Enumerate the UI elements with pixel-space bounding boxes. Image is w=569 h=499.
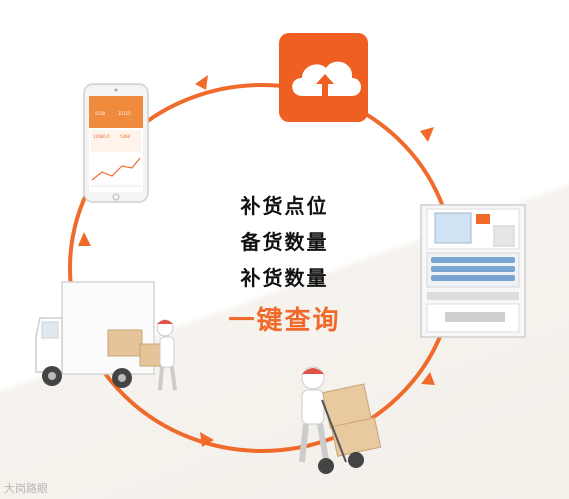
step-restock-location: 补货点位 <box>240 194 329 218</box>
ring-arrowheads <box>78 75 435 447</box>
phone-value-3: 12960.0 <box>93 134 110 139</box>
arrow-bottom-right <box>421 372 435 385</box>
phone-value-4: 5460 <box>120 134 131 139</box>
step-prep-quantity: 备货数量 <box>240 230 329 254</box>
phone-value-2: 15115 <box>118 111 131 116</box>
step-restock-quantity: 补货数量 <box>240 266 329 290</box>
arrow-left <box>78 232 91 246</box>
arrow-top-right <box>420 127 434 142</box>
one-click-query-label: 一键查询 <box>228 306 341 336</box>
phone-value-1: 5530 <box>95 111 106 116</box>
vending-product-rows <box>431 257 515 281</box>
arrow-top-left <box>195 75 208 90</box>
watermark-label: 大岗路眼 <box>4 482 48 495</box>
arrow-bottom-left <box>200 432 214 447</box>
